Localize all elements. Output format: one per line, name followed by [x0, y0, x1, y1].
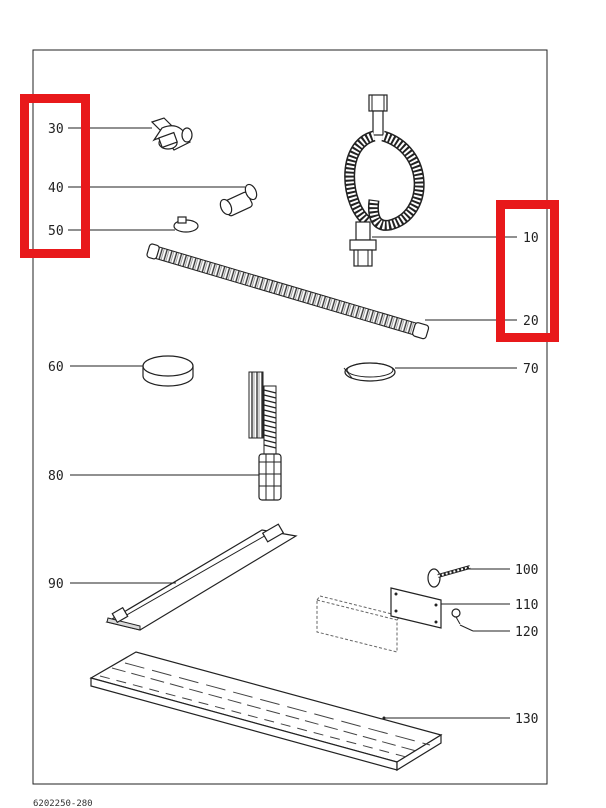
hose-clamp: [173, 216, 199, 233]
callout-10: 10: [523, 231, 539, 246]
callout-50: 50: [48, 224, 64, 239]
flexible-hose-assembly: [344, 94, 425, 267]
highlight-box-right: [496, 200, 559, 342]
elbow-fitting: [150, 117, 193, 151]
callout-120: 120: [515, 625, 538, 640]
callout-20: 20: [523, 314, 539, 329]
callout-80: 80: [48, 469, 64, 484]
callout-70: 70: [523, 362, 539, 377]
base-board: [89, 651, 443, 772]
retaining-ring: [343, 362, 396, 382]
callout-30: 30: [48, 122, 64, 137]
mounting-plate: [390, 587, 442, 629]
corrugated-hose: [146, 243, 430, 340]
threaded-shaft-cage: [248, 371, 282, 501]
highlight-box-left: [20, 94, 90, 258]
mounting-plate-ghost: [316, 595, 401, 653]
thumb-screw: [427, 565, 471, 588]
leader-120: [459, 624, 474, 632]
cover-disc: [142, 355, 194, 387]
callout-110: 110: [515, 598, 538, 613]
callout-90: 90: [48, 577, 64, 592]
drawing-frame: [32, 49, 548, 785]
callout-100: 100: [515, 563, 538, 578]
mounting-rail: [105, 523, 298, 631]
small-screw: [451, 608, 461, 625]
coupling-sleeve: [219, 183, 258, 217]
callout-130: 130: [515, 712, 538, 727]
drawing-code: 6202250-280: [33, 799, 93, 808]
callout-40: 40: [48, 181, 64, 196]
callout-60: 60: [48, 360, 64, 375]
